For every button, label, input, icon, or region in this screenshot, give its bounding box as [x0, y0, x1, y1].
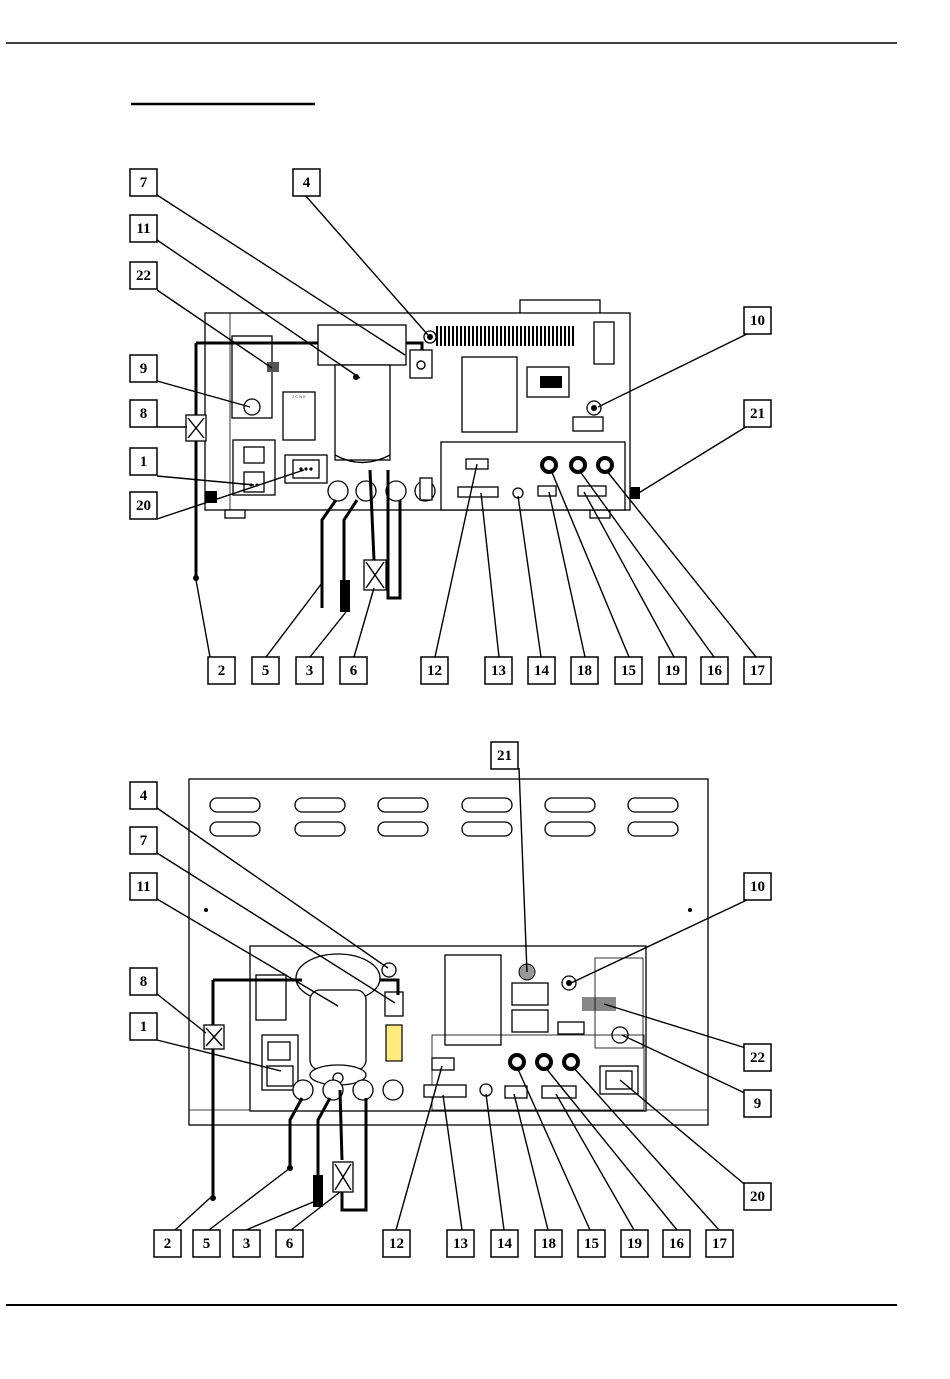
top-callout-17: 17 — [744, 657, 771, 684]
top-callout-12: 12 — [421, 657, 448, 684]
bottom-callout-13: 13 — [447, 1230, 474, 1257]
bottom-callout-label: 6 — [286, 1236, 294, 1252]
bottom-callout-5: 5 — [193, 1230, 220, 1257]
top-callout-label: 9 — [140, 361, 148, 377]
bottom-callout-label: 14 — [497, 1236, 513, 1252]
bottom-callout-label: 16 — [669, 1236, 685, 1252]
bottom-callout-label: 18 — [541, 1236, 556, 1252]
bottom-callout-label: 17 — [712, 1236, 728, 1252]
bottom-callout-4: 4 — [130, 782, 157, 809]
top-callout-label: 22 — [136, 268, 151, 284]
bottom-callout-16: 16 — [663, 1230, 690, 1257]
top-callout-label: 7 — [140, 175, 148, 191]
bottom-callout-6: 6 — [276, 1230, 303, 1257]
top-device-plate-text: J C N E — [292, 394, 306, 399]
top-callout-label: 16 — [707, 663, 723, 679]
bottom-callout-11: 11 — [130, 873, 157, 900]
top-callout-5: 5 — [252, 657, 279, 684]
bottom-callout-label: 22 — [750, 1050, 765, 1066]
top-callout-9: 9 — [130, 355, 157, 382]
top-callout-11: 11 — [130, 215, 157, 242]
top-callout-label: 12 — [427, 663, 442, 679]
top-callout-8: 8 — [130, 400, 157, 427]
bottom-callout-21: 21 — [491, 742, 518, 769]
top-callout-label: 1 — [140, 454, 148, 470]
top-callout-20: 20 — [130, 492, 157, 519]
top-callout-label: 8 — [140, 406, 148, 422]
top-callout-label: 3 — [306, 663, 314, 679]
top-callout-label: 21 — [750, 406, 765, 422]
bottom-callout-14: 14 — [491, 1230, 518, 1257]
bottom-callout-3: 3 — [233, 1230, 260, 1257]
top-callout-label: 5 — [262, 663, 270, 679]
top-vent-slots — [435, 326, 575, 346]
bottom-callout-12: 12 — [383, 1230, 410, 1257]
bottom-callout-7: 7 — [130, 827, 157, 854]
bottom-callout-label: 21 — [497, 748, 512, 764]
bottom-callout-9: 9 — [744, 1090, 771, 1117]
top-callout-7: 7 — [130, 169, 157, 196]
top-callout-label: 20 — [136, 498, 151, 514]
bottom-callout-label: 9 — [754, 1096, 762, 1112]
bottom-callout-10: 10 — [744, 873, 771, 900]
bottom-callout-label: 7 — [140, 833, 148, 849]
top-callout-19: 19 — [659, 657, 686, 684]
top-callout-2: 2 — [208, 657, 235, 684]
top-callout-label: 14 — [534, 663, 550, 679]
bottom-callout-label: 10 — [750, 879, 765, 895]
bottom-callout-label: 3 — [243, 1236, 251, 1252]
bottom-callout-label: 2 — [164, 1236, 172, 1252]
bottom-callout-1: 1 — [130, 1013, 157, 1040]
bottom-callout-label: 20 — [750, 1189, 765, 1205]
top-callout-16: 16 — [701, 657, 728, 684]
top-callout-label: 15 — [621, 663, 636, 679]
top-callout-label: 17 — [750, 663, 766, 679]
bottom-callout-label: 11 — [136, 879, 150, 895]
bottom-callout-label: 4 — [140, 788, 148, 804]
top-callout-label: 6 — [350, 663, 358, 679]
top-callout-label: 2 — [218, 663, 226, 679]
top-callout-21: 21 — [744, 400, 771, 427]
top-callout-22: 22 — [130, 262, 157, 289]
top-callout-label: 4 — [303, 175, 311, 191]
top-callout-label: 18 — [577, 663, 592, 679]
bottom-callout-19: 19 — [621, 1230, 648, 1257]
bottom-callout-label: 1 — [140, 1019, 148, 1035]
top-callout-10: 10 — [744, 307, 771, 334]
bottom-callout-label: 15 — [584, 1236, 599, 1252]
top-callout-label: 19 — [665, 663, 680, 679]
bottom-callout-22: 22 — [744, 1044, 771, 1071]
bottom-callout-label: 5 — [203, 1236, 211, 1252]
top-callout-15: 15 — [615, 657, 642, 684]
top-callout-4: 4 — [293, 169, 320, 196]
top-callout-1: 1 — [130, 448, 157, 475]
top-callout-label: 10 — [750, 313, 765, 329]
bottom-callout-label: 8 — [140, 974, 148, 990]
top-callout-13: 13 — [485, 657, 512, 684]
top-device-drawing: J C N E — [186, 300, 640, 612]
bottom-callout-8: 8 — [130, 968, 157, 995]
bottom-callout-20: 20 — [744, 1183, 771, 1210]
bottom-callout-17: 17 — [706, 1230, 733, 1257]
top-callout-label: 11 — [136, 221, 150, 237]
bottom-callout-2: 2 — [154, 1230, 181, 1257]
top-callout-18: 18 — [571, 657, 598, 684]
bottom-callout-15: 15 — [578, 1230, 605, 1257]
top-callout-label: 13 — [491, 663, 506, 679]
top-callout-14: 14 — [528, 657, 555, 684]
top-callout-6: 6 — [340, 657, 367, 684]
bottom-device-drawing — [189, 779, 708, 1210]
bottom-callout-label: 12 — [389, 1236, 404, 1252]
top-callout-3: 3 — [296, 657, 323, 684]
bottom-callout-label: 19 — [627, 1236, 642, 1252]
bottom-callout-18: 18 — [535, 1230, 562, 1257]
bottom-callout-label: 13 — [453, 1236, 468, 1252]
